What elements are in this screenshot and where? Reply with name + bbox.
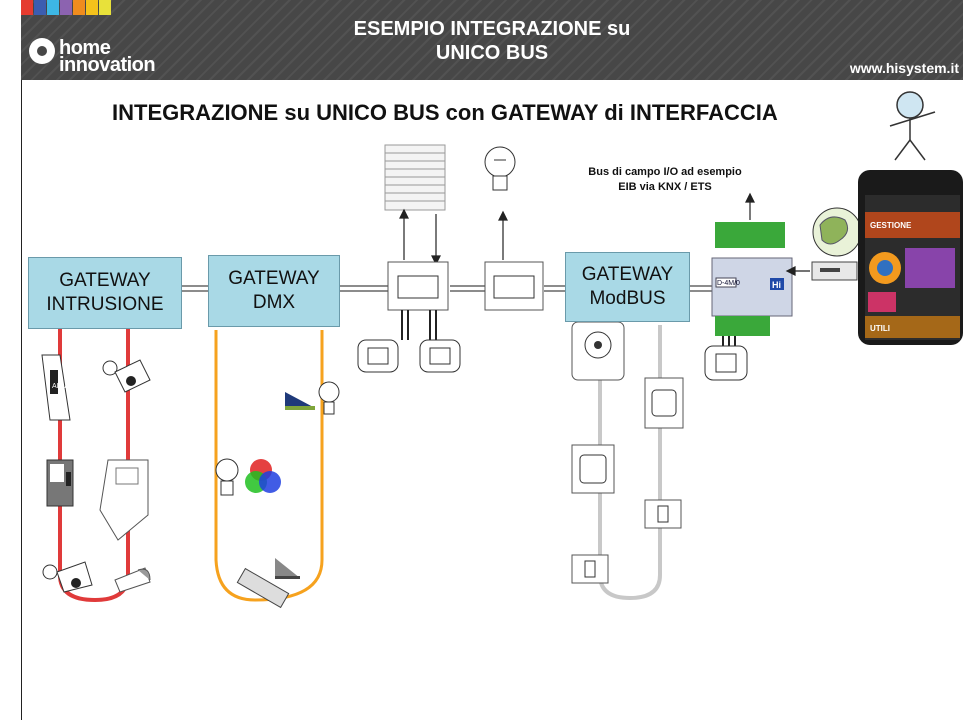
field-bus-note-line1: Bus di campo I/O ad esempio: [588, 166, 742, 178]
motion-sensor-icon: [114, 567, 151, 593]
fan-meter-icon: [571, 321, 625, 381]
roller-shutter-icon: [384, 144, 446, 211]
phone-utili-label: UTILI: [870, 324, 890, 333]
user-figure-icon: [889, 91, 936, 161]
router-icon: [811, 261, 858, 281]
modbus-module-4: [571, 554, 609, 584]
dmx-bus-loop: [214, 330, 324, 602]
dimmer-slider-2-icon: [275, 558, 300, 579]
field-bus-note-line2: EIB via KNX / ETS: [618, 181, 712, 193]
security-camera-2-icon: [42, 561, 93, 593]
colorbar-swatch: [73, 0, 85, 15]
logo-text: home innovation: [59, 37, 156, 76]
wall-switch-1-icon: [357, 339, 399, 373]
colorbar-swatch: [86, 0, 98, 15]
light-bulb-dmx-icon: [318, 381, 340, 415]
logo-colorbar: [21, 0, 121, 15]
field-bus-note: Bus di campo I/O ad esempio EIB via KNX …: [555, 165, 775, 195]
phone-gestione-label: GESTIONE: [870, 221, 912, 230]
din-module-shutter: [387, 261, 449, 311]
security-camera-icon: [102, 359, 151, 393]
alarm-panel-icon: [99, 459, 149, 541]
colorbar-swatch: [21, 0, 33, 15]
smartphone-icon: GESTIONE UTILI: [858, 170, 963, 345]
header-title-line2: UNICO BUS: [435, 42, 549, 64]
rgb-color-icon: [245, 459, 281, 493]
led-bar-icon: [236, 567, 290, 609]
knx-io-module: D-4M/0 Hi: [711, 222, 793, 336]
alarm-siren-label: ALLARME: [52, 383, 85, 390]
gateway-intrusione-label: GATEWAY INTRUSIONE: [46, 270, 164, 315]
modbus-module-1: [571, 444, 615, 494]
keypad-icon: [46, 459, 74, 507]
hi-logo: Hi: [772, 280, 781, 290]
din-module-light: [484, 261, 544, 311]
logo-line1: home: [59, 37, 111, 59]
header-title-line1: ESEMPIO INTEGRAZIONE su: [353, 18, 631, 40]
modbus-bus-loop: [598, 325, 662, 601]
main-bus: [182, 285, 712, 292]
knx-switch-wires: [722, 336, 736, 346]
modbus-module-2: [644, 377, 684, 429]
header-url: www.hisystem.it: [849, 60, 959, 76]
knx-arrow-up: [745, 192, 755, 220]
knx-module-label: D-4M/0: [717, 280, 740, 287]
router-arrow: [785, 266, 810, 276]
gateway-modbus-label: GATEWAY ModBUS: [581, 264, 674, 309]
wall-switch-3-icon: [704, 345, 748, 381]
light-bulb-icon: [484, 146, 516, 191]
light-arrow: [498, 210, 508, 260]
globe-icon: [812, 207, 862, 257]
gateway-dmx-label: GATEWAY DMX: [228, 268, 320, 313]
gateway-intrusione-box: GATEWAY INTRUSIONE: [28, 257, 182, 329]
colorbar-swatch: [99, 0, 111, 15]
switch-wires: [401, 310, 437, 340]
light-bulb-rgb-icon: [215, 458, 239, 496]
header-bar: home innovation ESEMPIO INTEGRAZIONE su …: [21, 0, 963, 80]
colorbar-swatch: [47, 0, 59, 15]
wall-switch-2-icon: [419, 339, 461, 373]
gateway-modbus-box: GATEWAY ModBUS: [565, 252, 690, 322]
shutter-arrows: [399, 208, 441, 266]
gateway-dmx-box: GATEWAY DMX: [208, 255, 340, 327]
logo-line2: innovation: [59, 54, 156, 76]
logo-icon: [29, 38, 55, 64]
dimmer-slider-icon: [285, 392, 315, 410]
main-title: INTEGRAZIONE su UNICO BUS con GATEWAY di…: [112, 100, 778, 125]
colorbar-swatch: [60, 0, 72, 15]
slide-frame: [21, 0, 963, 720]
colorbar-swatch: [34, 0, 46, 15]
alarm-siren-icon: ALLARME: [41, 354, 85, 421]
modbus-module-3: [644, 499, 682, 529]
